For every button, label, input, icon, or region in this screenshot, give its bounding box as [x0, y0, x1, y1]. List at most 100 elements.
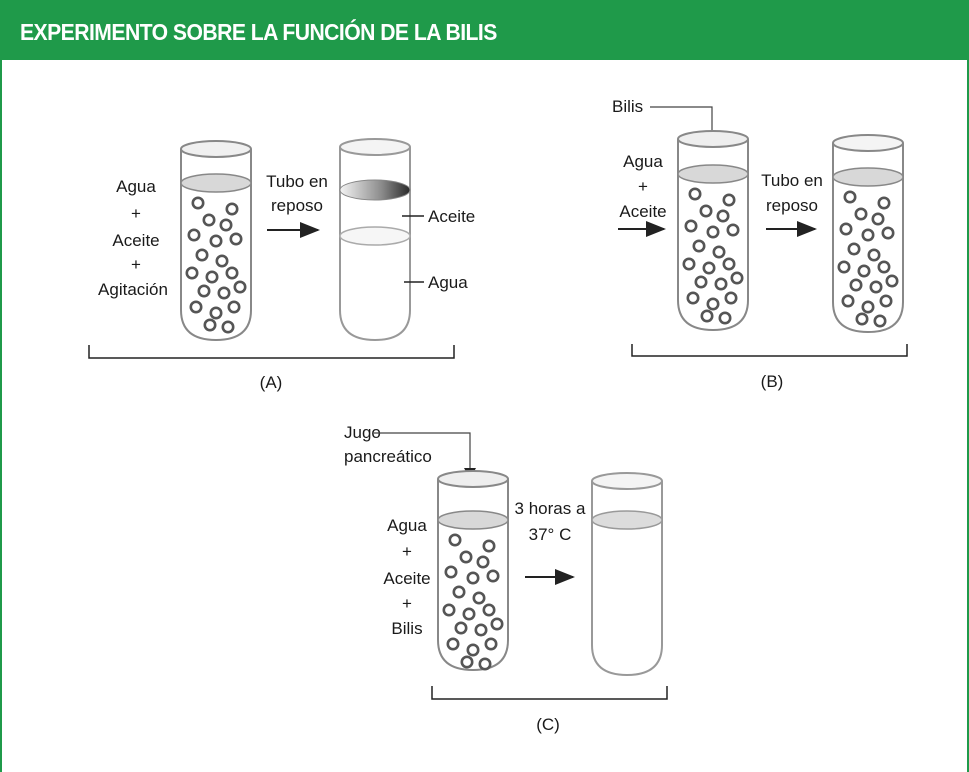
oil-droplet — [444, 565, 458, 579]
panel-a-step-label-2: reposo — [271, 196, 323, 215]
oil-droplet — [452, 585, 466, 599]
panel-c-mix-label-plus-1: + — [402, 542, 412, 561]
oil-droplet — [209, 234, 223, 248]
oil-droplet — [877, 260, 891, 274]
panel-b-mix-label-plus: + — [638, 177, 648, 196]
panel-a-step-label-1: Tubo en — [266, 172, 328, 191]
oil-droplet — [879, 294, 893, 308]
oil-droplet — [855, 312, 869, 326]
tube-b-with-bile — [677, 130, 749, 332]
oil-droplet — [442, 603, 456, 617]
oil-droplet — [219, 218, 233, 232]
oil-droplet — [871, 212, 885, 226]
oil-droplet — [712, 245, 726, 259]
oil-droplet — [694, 275, 708, 289]
oil-droplet — [466, 571, 480, 585]
tube-a-separated — [339, 138, 411, 342]
tube-c-mixture — [437, 470, 509, 672]
oil-droplet — [881, 226, 895, 240]
panel-a-bracket — [88, 345, 455, 359]
panel-c-added-label-2: pancreático — [344, 447, 432, 466]
oil-droplet — [482, 603, 496, 617]
panel-a: Agua + Aceite + Agitación Tubo en reposo… — [88, 138, 475, 392]
oil-droplet — [692, 239, 706, 253]
oil-droplet — [225, 266, 239, 280]
oil-droplet — [476, 555, 490, 569]
panel-b-step-label-1: Tubo en — [761, 171, 823, 190]
panel-c: Jugo pancreático Agua + Aceite + Bilis 3… — [344, 423, 668, 734]
oil-droplet — [847, 242, 861, 256]
oil-droplet — [217, 286, 231, 300]
panel-c-step-label-2: 37° C — [529, 525, 572, 544]
page-title: EXPERIMENTO SOBRE LA FUNCIÓN DE LA BILIS — [20, 19, 497, 45]
tube-c-digested — [591, 472, 663, 677]
oil-droplet — [699, 204, 713, 218]
oil-droplet — [885, 274, 899, 288]
oil-droplet — [202, 213, 216, 227]
oil-droplet — [700, 309, 714, 323]
oil-droplet — [466, 643, 480, 657]
oil-droplet — [724, 291, 738, 305]
panel-c-added-label-1: Jugo — [344, 423, 381, 442]
panel-b-bracket — [631, 344, 908, 357]
oil-droplet — [702, 261, 716, 275]
oil-droplet — [484, 637, 498, 651]
oil-droplet — [688, 187, 702, 201]
panel-c-mix-label-bilis: Bilis — [391, 619, 422, 638]
oil-droplet — [839, 222, 853, 236]
oil-droplet — [197, 284, 211, 298]
oil-droplet — [478, 657, 492, 671]
oil-droplet — [195, 248, 209, 262]
oil-droplets — [837, 190, 899, 328]
panel-c-caption: (C) — [536, 715, 560, 734]
panel-a-layer-label-oil: Aceite — [428, 207, 475, 226]
oil-droplet — [474, 623, 488, 637]
oil-droplet — [706, 225, 720, 239]
panel-b-caption: (B) — [761, 372, 784, 391]
oil-droplet — [490, 617, 504, 631]
oil-droplet — [205, 270, 219, 284]
panel-c-mix-label-agua: Agua — [387, 516, 427, 535]
oil-droplet — [706, 297, 720, 311]
oil-droplet — [446, 637, 460, 651]
oil-droplet — [849, 278, 863, 292]
panel-a-layer-label-water: Agua — [428, 273, 468, 292]
oil-droplet — [686, 291, 700, 305]
oil-droplet — [187, 228, 201, 242]
panel-c-mix-label-plus-2: + — [402, 594, 412, 613]
oil-droplet — [837, 260, 851, 274]
panel-b: Bilis Agua + Aceite Tubo en reposo (B) — [612, 97, 908, 391]
oil-droplet — [722, 257, 736, 271]
oil-droplet — [843, 190, 857, 204]
oil-droplet — [726, 223, 740, 237]
panel-a-caption: (A) — [260, 373, 283, 392]
oil-droplet — [221, 320, 235, 334]
tube-a-emulsion — [180, 140, 252, 342]
oil-droplet — [877, 196, 891, 210]
oil-droplet — [841, 294, 855, 308]
oil-droplets — [185, 196, 247, 334]
oil-droplet — [861, 228, 875, 242]
oil-droplet — [454, 621, 468, 635]
oil-droplet — [472, 591, 486, 605]
oil-droplet — [462, 607, 476, 621]
oil-droplet — [716, 209, 730, 223]
oil-droplet — [682, 257, 696, 271]
oil-droplet — [185, 266, 199, 280]
oil-droplet — [229, 232, 243, 246]
panel-a-mix-label-aceite: Aceite — [112, 231, 159, 250]
panel-c-mix-label-aceite: Aceite — [383, 569, 430, 588]
header-bar: EXPERIMENTO SOBRE LA FUNCIÓN DE LA BILIS — [0, 0, 969, 60]
oil-droplet — [486, 569, 500, 583]
panel-c-step-label-1: 3 horas a — [515, 499, 586, 518]
oil-droplet — [482, 539, 496, 553]
panel-b-mix-label-aceite: Aceite — [619, 202, 666, 221]
panel-a-mix-label-agitacion: Agitación — [98, 280, 168, 299]
oil-droplet — [873, 314, 887, 328]
oil-layer — [339, 179, 411, 201]
oil-droplet — [209, 306, 223, 320]
panel-b-pointer — [650, 106, 713, 140]
oil-droplet — [718, 311, 732, 325]
oil-droplet — [189, 300, 203, 314]
oil-droplet — [857, 264, 871, 278]
